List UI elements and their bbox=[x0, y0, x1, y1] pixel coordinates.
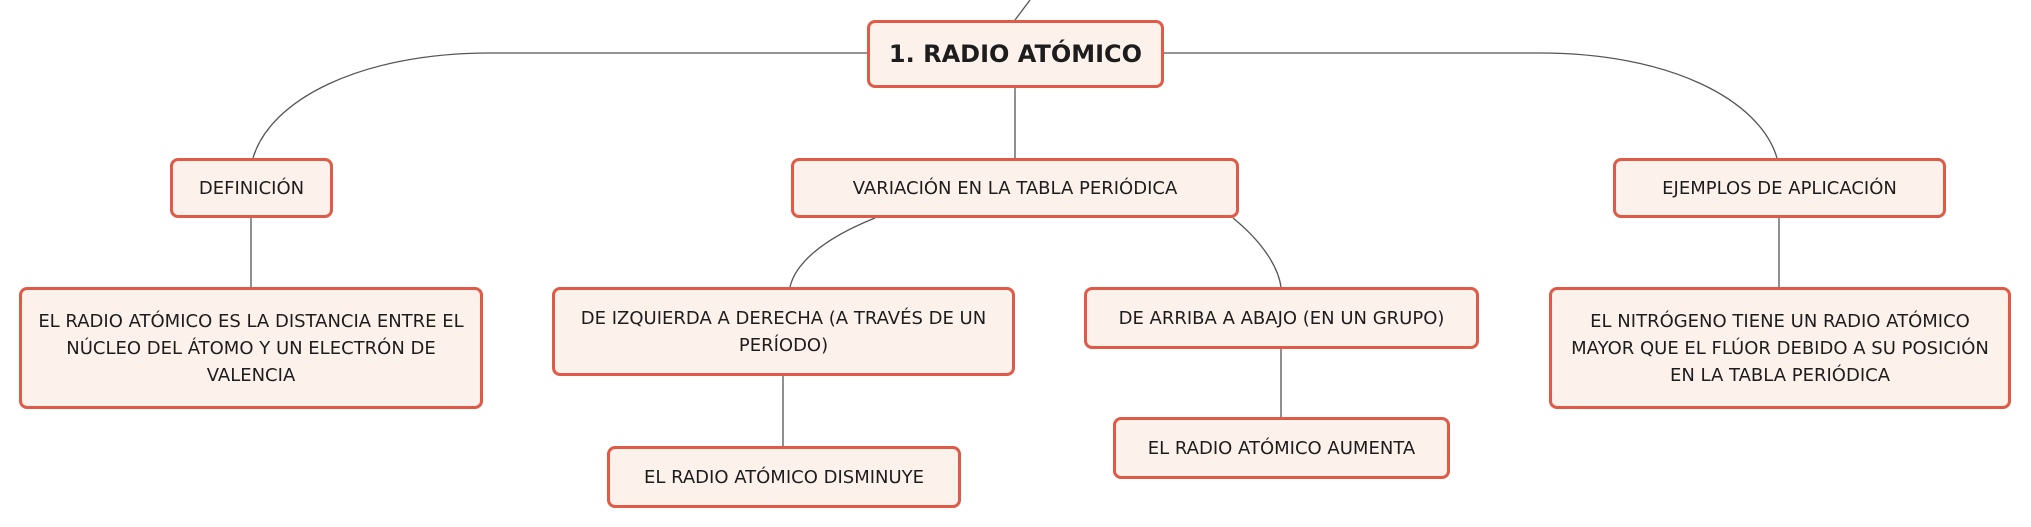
node-ejemplos[interactable]: EJEMPLOS DE APLICACIÓN bbox=[1613, 158, 1946, 218]
connector-variacion-izqder bbox=[789, 217, 876, 288]
connector-variacion-arribaabajo bbox=[1232, 217, 1282, 288]
node-aumenta-label: EL RADIO ATÓMICO AUMENTA bbox=[1147, 437, 1416, 459]
connector-root-definicion bbox=[252, 52, 870, 159]
node-variacion[interactable]: VARIACIÓN EN LA TABLA PERIÓDICA bbox=[791, 158, 1239, 218]
node-definicion[interactable]: DEFINICIÓN bbox=[170, 158, 333, 218]
node-izquierda-derecha[interactable]: DE IZQUIERDA A DERECHA (A TRAVÉS DE UN P… bbox=[552, 287, 1015, 376]
connector-root-parent bbox=[1014, 0, 1031, 21]
node-disminuye-label: EL RADIO ATÓMICO DISMINUYE bbox=[643, 466, 925, 488]
node-arriba-abajo-label: DE ARRIBA A ABAJO (EN UN GRUPO) bbox=[1118, 307, 1445, 329]
node-ejemplo-texto[interactable]: EL NITRÓGENO TIENE UN RADIO ATÓMICO MAYO… bbox=[1549, 287, 2011, 409]
connector-root-ejemplos bbox=[1163, 52, 1778, 159]
node-ejemplo-texto-label: EL NITRÓGENO TIENE UN RADIO ATÓMICO MAYO… bbox=[1571, 310, 1989, 386]
node-radio-atomico-label: 1. RADIO ATÓMICO bbox=[888, 39, 1143, 68]
node-disminuye[interactable]: EL RADIO ATÓMICO DISMINUYE bbox=[607, 446, 961, 508]
node-definicion-texto[interactable]: EL RADIO ATÓMICO ES LA DISTANCIA ENTRE E… bbox=[19, 287, 483, 409]
node-definicion-label: DEFINICIÓN bbox=[198, 177, 305, 199]
node-ejemplos-label: EJEMPLOS DE APLICACIÓN bbox=[1662, 177, 1897, 199]
node-definicion-texto-label: EL RADIO ATÓMICO ES LA DISTANCIA ENTRE E… bbox=[38, 310, 464, 386]
node-variacion-label: VARIACIÓN EN LA TABLA PERIÓDICA bbox=[852, 177, 1178, 199]
node-aumenta[interactable]: EL RADIO ATÓMICO AUMENTA bbox=[1113, 417, 1450, 479]
node-izquierda-derecha-label: DE IZQUIERDA A DERECHA (A TRAVÉS DE UN P… bbox=[580, 307, 987, 356]
node-radio-atomico[interactable]: 1. RADIO ATÓMICO bbox=[867, 20, 1164, 88]
node-arriba-abajo[interactable]: DE ARRIBA A ABAJO (EN UN GRUPO) bbox=[1084, 287, 1479, 349]
